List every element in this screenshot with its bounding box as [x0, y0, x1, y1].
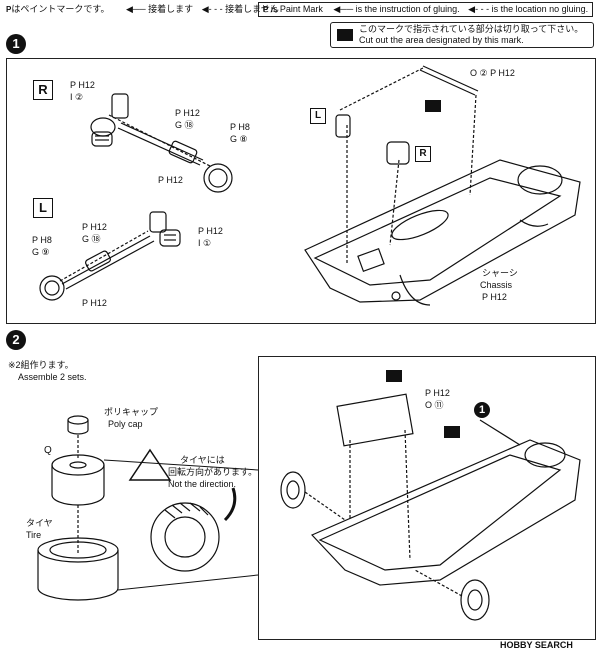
- tread-tire-drawing: [150, 487, 237, 572]
- poly-cap-drawing: [67, 415, 89, 460]
- chassis-drawing-2: [280, 393, 581, 621]
- r-suspension-drawing: [90, 93, 233, 193]
- tire-en-label: Tire: [26, 530, 42, 540]
- l-ph12b-label: P H12: [198, 226, 223, 236]
- legend-japanese: Pはペイントマークです。 ◀── 接着します ◀- - - 接着しません: [6, 4, 279, 14]
- cut-mark-icon: [386, 370, 402, 382]
- step-2-note-jp: ※2組作ります。: [8, 360, 74, 370]
- chassis-o2-label: O ② P H12: [470, 68, 515, 78]
- cut-mark-icon: [337, 29, 353, 41]
- r-g18-label: G ⑱: [175, 120, 194, 130]
- r-ph8-label: P H8: [230, 122, 250, 132]
- step-2-ref-number: 1: [474, 402, 490, 418]
- cut-mark-icon: [425, 100, 441, 112]
- tire-jp-label: タイヤ: [26, 518, 53, 528]
- noglue-arrow-icon: ◀- - -: [468, 4, 490, 14]
- step-2-note-en: Assemble 2 sets.: [18, 372, 87, 382]
- glue-arrow-icon: ◀──: [125, 4, 146, 14]
- step2-o11-label: O ⑪: [425, 400, 444, 410]
- direction-jp1-label: タイヤには: [180, 455, 225, 465]
- step-1-number: 1: [6, 34, 26, 54]
- polycap-jp-label: ポリキャップ: [104, 407, 159, 417]
- cut-mark-icon: [444, 426, 460, 438]
- l-ph8-label: P H8: [32, 235, 52, 245]
- glue-arrow-icon: ◀──: [333, 4, 354, 14]
- step2-ph12-label: P H12: [425, 388, 450, 398]
- r-g8-label: G ⑧: [230, 134, 248, 144]
- l-ph12c-label: P H12: [82, 298, 107, 308]
- r-i2-label: I ②: [70, 92, 84, 102]
- chassis-l-tag: L: [310, 108, 326, 124]
- chassis-jp-label: シャーシ: [482, 268, 518, 278]
- warning-triangle-icon: [128, 448, 172, 481]
- l-g18-label: G ⑱: [82, 234, 101, 244]
- tire-drawing: [37, 537, 119, 601]
- noglue-arrow-icon: ◀- - -: [201, 4, 223, 14]
- chassis-ph12-label: P H12: [482, 292, 507, 302]
- wheel-q-drawing: [51, 454, 105, 555]
- r-ph12c-label: P H12: [158, 175, 183, 185]
- chassis-r-tag: R: [415, 146, 431, 162]
- l-i1-label: I ①: [198, 238, 212, 248]
- step-1-panel: [6, 58, 596, 324]
- wheel-q-label: Q: [44, 445, 52, 456]
- r-ph12b-label: P H12: [175, 108, 200, 118]
- r-label-box: R: [33, 80, 53, 100]
- cut-notice: このマークで指示されている部分は切り取って下さい。 Cut out the ar…: [330, 22, 594, 48]
- paint-mark-icon: P: [6, 5, 12, 14]
- cut-notice-jp: このマークで指示されている部分は切り取って下さい。: [359, 24, 584, 34]
- r-ph12-label: P H12: [70, 80, 95, 90]
- direction-jp2-label: 回転方向があります。: [168, 467, 258, 477]
- l-ph12-label: P H12: [82, 222, 107, 232]
- chassis-en-label: Chassis: [480, 280, 513, 290]
- legend-english: P is Paint Mark ◀── is the instruction o…: [258, 2, 594, 17]
- l-label-box: L: [33, 198, 53, 218]
- direction-en-label: Not the direction.: [168, 479, 237, 489]
- l-g9-label: G ⑨: [32, 247, 50, 257]
- cut-notice-en: Cut out the area designated by this mark…: [359, 35, 524, 45]
- l-suspension-drawing: [39, 211, 181, 301]
- polycap-en-label: Poly cap: [108, 419, 143, 429]
- watermark: HOBBY SEARCH: [500, 640, 573, 650]
- step-2-number: 2: [6, 330, 26, 350]
- paint-mark-icon: P: [263, 5, 269, 14]
- chassis-drawing-1: [304, 65, 581, 306]
